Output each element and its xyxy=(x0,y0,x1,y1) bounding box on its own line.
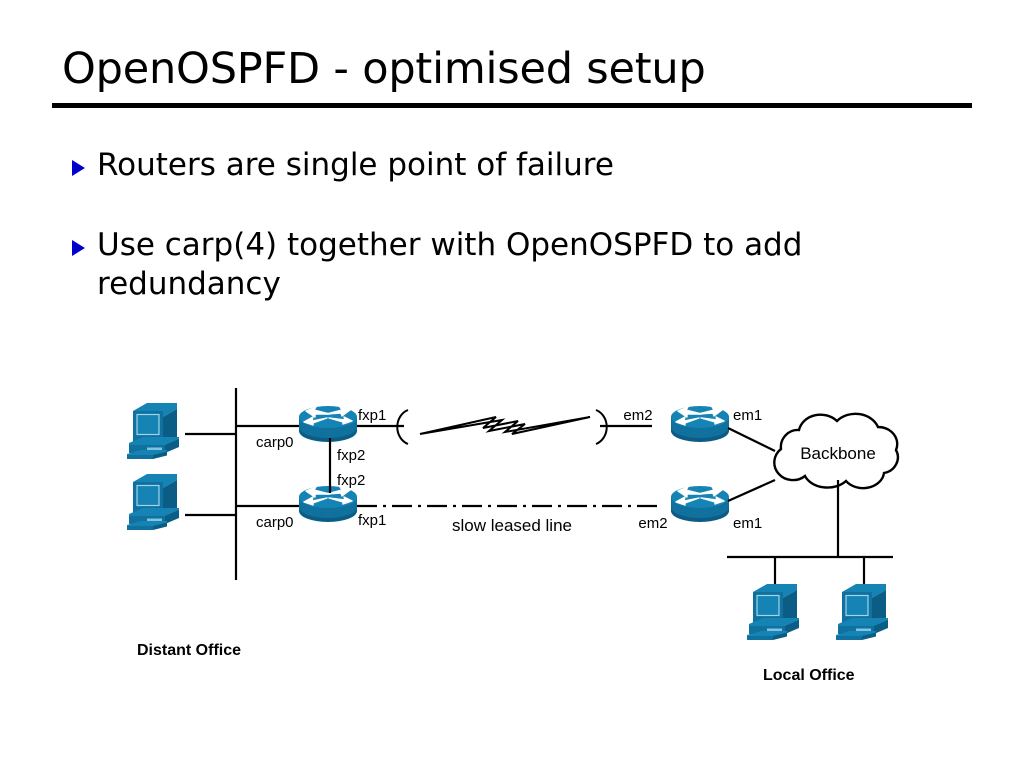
bullet-list: Routers are single point of failure Use … xyxy=(72,146,932,345)
slow-leased-line-label: slow leased line xyxy=(452,516,572,535)
pc-icon xyxy=(835,583,889,641)
bullet-item-1-label: Routers are single point of failure xyxy=(97,147,614,183)
em1-bottom-label: em1 xyxy=(733,515,762,532)
em1-top-label: em1 xyxy=(733,407,762,424)
pc-icon xyxy=(126,402,180,460)
carp0-top-label: carp0 xyxy=(256,434,294,451)
network-diagram: Backbone carp0 carp0 fxp1 fxp2 fxp2 fxp1… xyxy=(0,358,1024,718)
em2-bottom-label: em2 xyxy=(638,515,667,532)
distant-office-label: Distant Office xyxy=(137,642,241,659)
local-office-label: Local Office xyxy=(763,667,855,684)
router-icon xyxy=(670,405,730,443)
carp0-bottom-label: carp0 xyxy=(256,514,294,531)
link-router3-backbone xyxy=(727,427,776,452)
router-icon xyxy=(670,485,730,523)
fxp1-top-label: fxp1 xyxy=(358,407,386,424)
cloud-icon xyxy=(773,412,899,490)
em2-top-label: em2 xyxy=(623,407,652,424)
pc-icon xyxy=(746,583,800,641)
fxp1-bottom-label: fxp1 xyxy=(358,512,386,529)
bullet-triangle-icon xyxy=(72,160,85,176)
fxp2-top-label: fxp2 xyxy=(337,447,365,464)
lightning-bolt-icon xyxy=(419,416,591,435)
router-icon xyxy=(298,485,358,523)
title-underline xyxy=(52,103,972,108)
pc-icon xyxy=(126,473,180,531)
bullet-item-2: Use carp(4) together with OpenOSPFD to a… xyxy=(72,226,932,305)
router-icon xyxy=(298,405,358,443)
fxp2-bottom-label: fxp2 xyxy=(337,472,365,489)
page-title: OpenOSPFD - optimised setup xyxy=(62,44,706,94)
bullet-triangle-icon xyxy=(72,239,85,256)
backbone-label: Backbone xyxy=(800,444,876,463)
wan-arc-left xyxy=(396,409,409,445)
link-router4-backbone xyxy=(727,478,776,503)
bullet-item-2-label: Use carp(4) together with OpenOSPFD to a… xyxy=(97,226,803,303)
bullet-item-1: Routers are single point of failure xyxy=(72,146,932,186)
